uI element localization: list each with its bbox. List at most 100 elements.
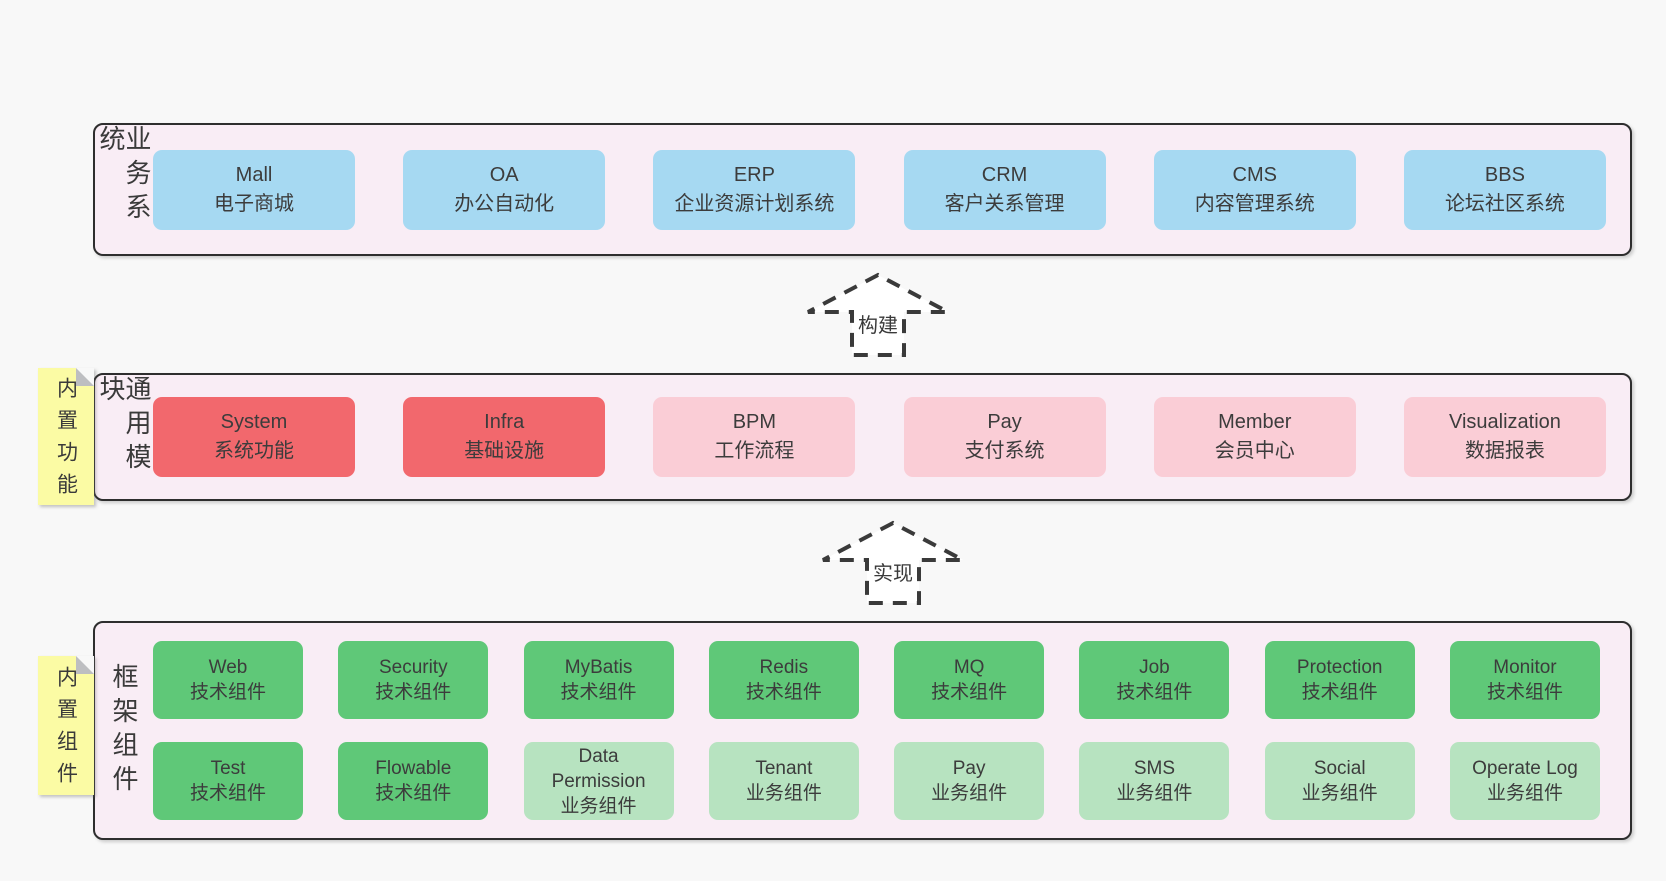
box-crm: CRM 客户关系管理 <box>903 149 1106 230</box>
box-subtitle: 内容管理系统 <box>1194 192 1315 215</box>
box-title: Flowable <box>375 758 452 779</box>
box-subtitle: 技术组件 <box>189 682 266 703</box>
box-flowable: Flowable 技术组件 <box>338 742 489 820</box>
framework-components-panel: 框架组件 Web 技术组件 Security 技术组件 MyBatis 技术组件… <box>93 621 1632 840</box>
box-title: Security <box>378 657 448 678</box>
box-title: Test <box>210 758 246 779</box>
box-title: MQ <box>953 657 985 678</box>
box-title: Member <box>1218 411 1292 433</box>
box-protection: Protection 技术组件 <box>1264 641 1415 719</box>
implement-arrow-icon: 实现 <box>820 520 966 606</box>
box-subtitle: 论坛社区系统 <box>1444 192 1565 215</box>
business-systems-label-col: 业务系统 <box>95 125 153 254</box>
box-subtitle: 技术组件 <box>1116 682 1193 703</box>
box-subtitle: 支付系统 <box>964 440 1045 462</box>
box-subtitle: 办公自动化 <box>454 192 555 215</box>
builtin-features-note-label: 内置功能 <box>54 376 78 505</box>
box-member: Member 会员中心 <box>1153 397 1356 477</box>
box-subtitle: 会员中心 <box>1214 440 1295 462</box>
box-subtitle: 工作流程 <box>714 440 795 462</box>
box-subtitle: 技术组件 <box>560 682 637 703</box>
box-infra: Infra 基础设施 <box>403 397 606 477</box>
box-mybatis: MyBatis 技术组件 <box>523 641 674 719</box>
box-system: System 系统功能 <box>153 397 355 477</box>
box-title: Infra <box>484 411 525 433</box>
box-oa: OA 办公自动化 <box>403 149 606 230</box>
box-subtitle: 技术组件 <box>189 783 266 804</box>
box-title: Operate Log <box>1472 758 1578 779</box>
builtin-features-note: 内置功能 <box>38 368 94 505</box>
box-pay-module: Pay 支付系统 <box>903 397 1106 477</box>
box-bpm: BPM 工作流程 <box>653 397 856 477</box>
box-operate-log: Operate Log 业务组件 <box>1449 742 1600 820</box>
box-title: Tenant <box>755 758 813 779</box>
box-sms: SMS 业务组件 <box>1079 742 1230 820</box>
box-security: Security 技术组件 <box>338 641 489 719</box>
box-web: Web 技术组件 <box>153 641 303 719</box>
box-subtitle: 数据报表 <box>1464 440 1545 462</box>
box-title: CRM <box>981 163 1028 186</box>
box-subtitle: 客户关系管理 <box>944 192 1065 215</box>
framework-components-label: 框架组件 <box>109 662 139 799</box>
box-data-permission: Data Permission 业务组件 <box>523 742 674 820</box>
common-modules-label-col: 通用模块 <box>95 375 153 499</box>
common-modules-label: 通用模块 <box>96 375 152 477</box>
build-arrow-label: 构建 <box>855 314 901 338</box>
box-subtitle: 业务组件 <box>1486 783 1563 804</box>
box-monitor: Monitor 技术组件 <box>1449 641 1600 719</box>
box-subtitle: 基础设施 <box>464 440 545 462</box>
box-subtitle: 技术组件 <box>1301 682 1378 703</box>
box-title: Visualization <box>1448 411 1561 433</box>
box-erp: ERP 企业资源计划系统 <box>653 149 856 230</box>
box-subtitle: 业务组件 <box>1301 783 1378 804</box>
box-title: MyBatis <box>564 657 633 678</box>
builtin-components-note: 内置组件 <box>38 656 94 795</box>
box-mall: Mall 电子商城 <box>153 149 355 230</box>
box-mq: MQ 技术组件 <box>894 641 1045 719</box>
box-title: Pay <box>987 411 1022 433</box>
box-title: OA <box>489 163 519 186</box>
box-title: Protection <box>1296 657 1383 678</box>
box-title: Data Permission <box>551 745 646 792</box>
box-subtitle: 技术组件 <box>931 682 1008 703</box>
builtin-components-note-label: 内置组件 <box>54 665 78 794</box>
box-title: Monitor <box>1493 657 1557 678</box>
implement-arrow-label: 实现 <box>870 562 916 586</box>
build-arrow-icon: 构建 <box>805 272 951 358</box>
box-pay-component: Pay 业务组件 <box>894 742 1045 820</box>
box-subtitle: 电子商城 <box>214 192 294 215</box>
box-title: Mall <box>235 163 273 186</box>
box-title: Redis <box>759 657 809 678</box>
box-title: ERP <box>733 163 775 186</box>
box-subtitle: 业务组件 <box>745 783 822 804</box>
common-modules-panel: 通用模块 System 系统功能 Infra 基础设施 BPM 工作流程 Pay… <box>93 373 1632 501</box>
box-cms: CMS 内容管理系统 <box>1153 149 1356 230</box>
business-systems-label: 业务系统 <box>96 125 152 227</box>
box-title: Social <box>1313 758 1366 779</box>
box-subtitle: 技术组件 <box>375 682 452 703</box>
box-bbs: BBS 论坛社区系统 <box>1403 149 1606 230</box>
box-subtitle: 业务组件 <box>560 795 637 817</box>
box-subtitle: 技术组件 <box>375 783 452 804</box>
box-title: Job <box>1139 657 1170 678</box>
box-subtitle: 企业资源计划系统 <box>674 192 835 215</box>
framework-row-1: Web 技术组件 Security 技术组件 MyBatis 技术组件 Redi… <box>153 641 1600 719</box>
box-redis: Redis 技术组件 <box>708 641 859 719</box>
box-title: SMS <box>1133 758 1175 779</box>
box-title: BPM <box>732 411 777 433</box>
box-title: Web <box>208 657 248 678</box>
box-title: CMS <box>1232 163 1277 186</box>
box-social: Social 业务组件 <box>1264 742 1415 820</box>
framework-row-2: Test 技术组件 Flowable 技术组件 Data Permission … <box>153 742 1600 820</box>
box-subtitle: 业务组件 <box>931 783 1008 804</box>
box-subtitle: 系统功能 <box>214 440 294 462</box>
box-visualization: Visualization 数据报表 <box>1403 397 1606 477</box>
business-systems-content: Mall 电子商城 OA 办公自动化 ERP 企业资源计划系统 CRM 客户关系… <box>153 125 1630 254</box>
business-systems-panel: 业务系统 Mall 电子商城 OA 办公自动化 ERP 企业资源计划系统 CRM… <box>93 123 1632 256</box>
box-subtitle: 业务组件 <box>1116 783 1193 804</box>
box-subtitle: 技术组件 <box>745 682 822 703</box>
box-title: System <box>220 411 288 433</box>
box-subtitle: 技术组件 <box>1486 682 1563 703</box>
box-title: Pay <box>952 758 986 779</box>
